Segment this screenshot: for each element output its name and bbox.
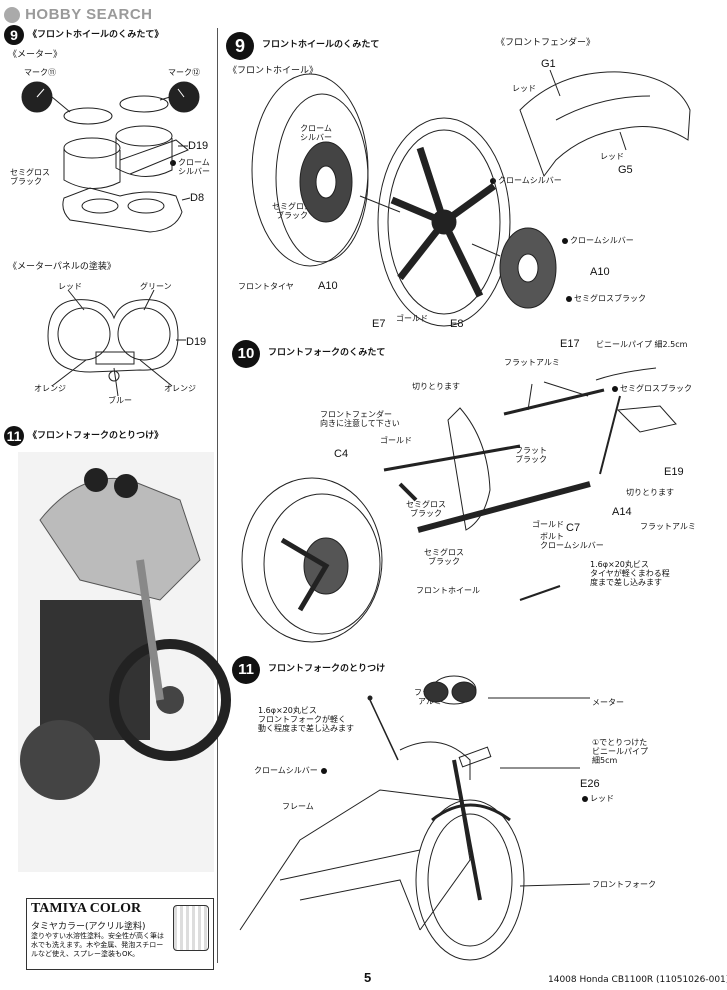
mark-12-gauge-icon — [168, 81, 200, 113]
page-number: 5 — [364, 970, 372, 985]
mount-meter-label: メーター — [592, 698, 624, 707]
mount-chrome-silver-label: クロームシルバー — [254, 766, 329, 775]
part-c4: C4 — [334, 448, 349, 460]
paint-dot-icon — [320, 767, 327, 774]
mount-screw-note: 1.6φ×20丸ビス フロントフォークが軽く 動く程度まで差し込みます — [258, 706, 354, 733]
wheel-chrome-silver-text-1: クロームシルバー — [498, 176, 562, 185]
fork-gold-label-mid: ゴールド — [532, 520, 564, 529]
watermark-text: HOBBY SEARCH — [25, 6, 153, 23]
hub-semigloss-black-label: セミグロス ブラック — [272, 202, 312, 220]
fender-red-label-1: レッド — [512, 84, 536, 93]
right-step-11-title: フロントフォークのとりつけ — [268, 664, 386, 674]
fork-semigloss-black-text-top: セミグロスブラック — [620, 384, 692, 393]
frame-label: フレーム — [282, 802, 314, 811]
paint-dot-icon — [490, 177, 496, 184]
meter-panel-title: 《メーターパネルの塗装》 — [8, 262, 116, 272]
panel-orange-right-label: オレンジ — [164, 384, 196, 393]
tamiya-brand: TAMIYA COLOR — [31, 901, 142, 916]
part-d19-panel: D19 — [186, 336, 207, 348]
hub-gold-label: ゴールド — [396, 314, 428, 323]
mark-11-label: マーク⑪ — [24, 68, 56, 77]
fork-front-wheel-label: フロントホイール — [416, 586, 480, 595]
vinyl-pipe-label: ビニールパイプ 細2.5cm — [596, 340, 688, 349]
front-wheel-subtitle: 《フロントホイール》 — [228, 66, 319, 76]
wheel-semigloss-black-label: セミグロスブラック — [566, 294, 646, 303]
paint-dot-icon — [566, 295, 572, 302]
part-a14: A14 — [612, 506, 632, 518]
part-g5: G5 — [618, 164, 633, 176]
tamiya-subtitle: タミヤカラー(アクリル塗料) — [31, 922, 146, 932]
wheel-chrome-silver-text-2: クロームシルバー — [570, 236, 634, 245]
cut-off-label-2: 切りとります — [626, 488, 674, 497]
panel-green-label: グリーン — [140, 282, 172, 291]
tamiya-body: 塗りやすい水溶性塗料。安全性が高く筆は水でも洗えます。木や金属、発泡スチロールな… — [31, 932, 164, 958]
motorcycle-photo — [18, 452, 231, 872]
wheel-chrome-silver-label-2: クロームシルバー — [562, 236, 634, 245]
meter-chrome-silver-text: クローム シルバー — [178, 158, 210, 176]
meter-semigloss-black-label: セミグロス ブラック — [10, 168, 50, 186]
right-step-9-title: フロントホイールのくみたて — [262, 40, 380, 50]
cut-off-label-1: 切りとります — [412, 382, 460, 391]
tamiya-color-box: TAMIYA COLOR タミヤカラー(アクリル塗料) 塗りやすい水溶性塗料。安… — [26, 898, 214, 970]
right-step-10-badge: 10 — [232, 340, 260, 368]
part-g1: G1 — [541, 58, 556, 70]
part-e17: E17 — [560, 338, 580, 350]
part-d8: D8 — [190, 192, 205, 204]
column-divider — [217, 28, 218, 963]
fork-semigloss-black-label-mid: セミグロス ブラック — [406, 500, 446, 518]
footer-code: 14008 Honda CB1100R (11051026-001) — [548, 975, 727, 985]
paint-dot-icon — [582, 795, 588, 802]
watermark-logo: HOBBY SEARCH — [4, 4, 153, 23]
mount-red-label: レッド — [582, 794, 614, 803]
part-a10-right: A10 — [590, 266, 610, 278]
paint-jar-icon — [173, 905, 209, 951]
mount-chrome-silver-text: クロームシルバー — [254, 766, 318, 775]
axle-screw-note: 1.6φ×20丸ビス タイヤが軽くまわる程 度まで差し込みます — [590, 560, 670, 587]
watermark-icon — [4, 6, 20, 23]
left-step-9-badge: 9 — [4, 25, 24, 45]
part-e26: E26 — [580, 778, 600, 790]
hub-chrome-silver-label: クローム シルバー — [300, 124, 332, 142]
part-d19-meter: D19 — [188, 140, 209, 152]
part-a10-left: A10 — [318, 280, 338, 292]
paint-dot-icon — [562, 237, 568, 244]
fork-gold-label-left: ゴールド — [380, 436, 412, 445]
left-step-11-title: 《フロントフォークのとりつけ》 — [28, 431, 164, 441]
panel-blue-label: ブルー — [108, 396, 132, 405]
part-e19: E19 — [664, 466, 684, 478]
part-c7: C7 — [566, 522, 581, 534]
right-step-10-title: フロントフォークのくみたて — [268, 348, 386, 358]
wheel-chrome-silver-label-1: クロームシルバー — [490, 176, 562, 185]
part-e7: E7 — [372, 318, 386, 330]
front-tire-label: フロントタイヤ — [238, 282, 294, 291]
meter-title: 《メーター》 — [8, 50, 63, 60]
right-step-9-badge: 9 — [226, 32, 254, 60]
right-step-11-badge: 11 — [232, 656, 260, 684]
fork-semigloss-black-label-top: セミグロスブラック — [612, 384, 692, 393]
fender-orientation-note: フロントフェンダー 向きに注意して下さい — [320, 410, 400, 428]
fork-flat-black-label: フラット ブラック — [515, 446, 547, 464]
mark-12-label: マーク⑫ — [168, 68, 200, 77]
left-step-11-badge: 11 — [4, 426, 24, 446]
fender-red-label-2: レッド — [600, 152, 624, 161]
front-fender-subtitle: 《フロントフェンダー》 — [496, 38, 596, 48]
fork-semigloss-black-label-bot: セミグロス ブラック — [424, 548, 464, 566]
fork-flat-alumi-label-top: フラットアルミ — [504, 358, 560, 367]
meter-chrome-silver-label: クローム シルバー — [170, 158, 210, 176]
mount-red-text: レッド — [590, 794, 614, 803]
paint-dot-icon — [170, 159, 176, 166]
wheel-semigloss-black-text: セミグロスブラック — [574, 294, 646, 303]
panel-orange-left-label: オレンジ — [34, 384, 66, 393]
paint-dot-icon — [612, 385, 618, 392]
fork-bolt-chrome-label: ボルト クロームシルバー — [540, 532, 604, 550]
mark-11-gauge-icon — [21, 81, 53, 113]
front-fork-label: フロントフォーク — [592, 880, 656, 889]
panel-red-label: レッド — [58, 282, 82, 291]
left-step-9-title: 《フロントホイールのくみたて》 — [28, 30, 164, 40]
mount-vinyl-note: ①でとりつけた ビニールパイプ 細5cm — [592, 738, 648, 765]
fork-flat-alumi-label-mid: フラットアルミ — [640, 522, 696, 531]
